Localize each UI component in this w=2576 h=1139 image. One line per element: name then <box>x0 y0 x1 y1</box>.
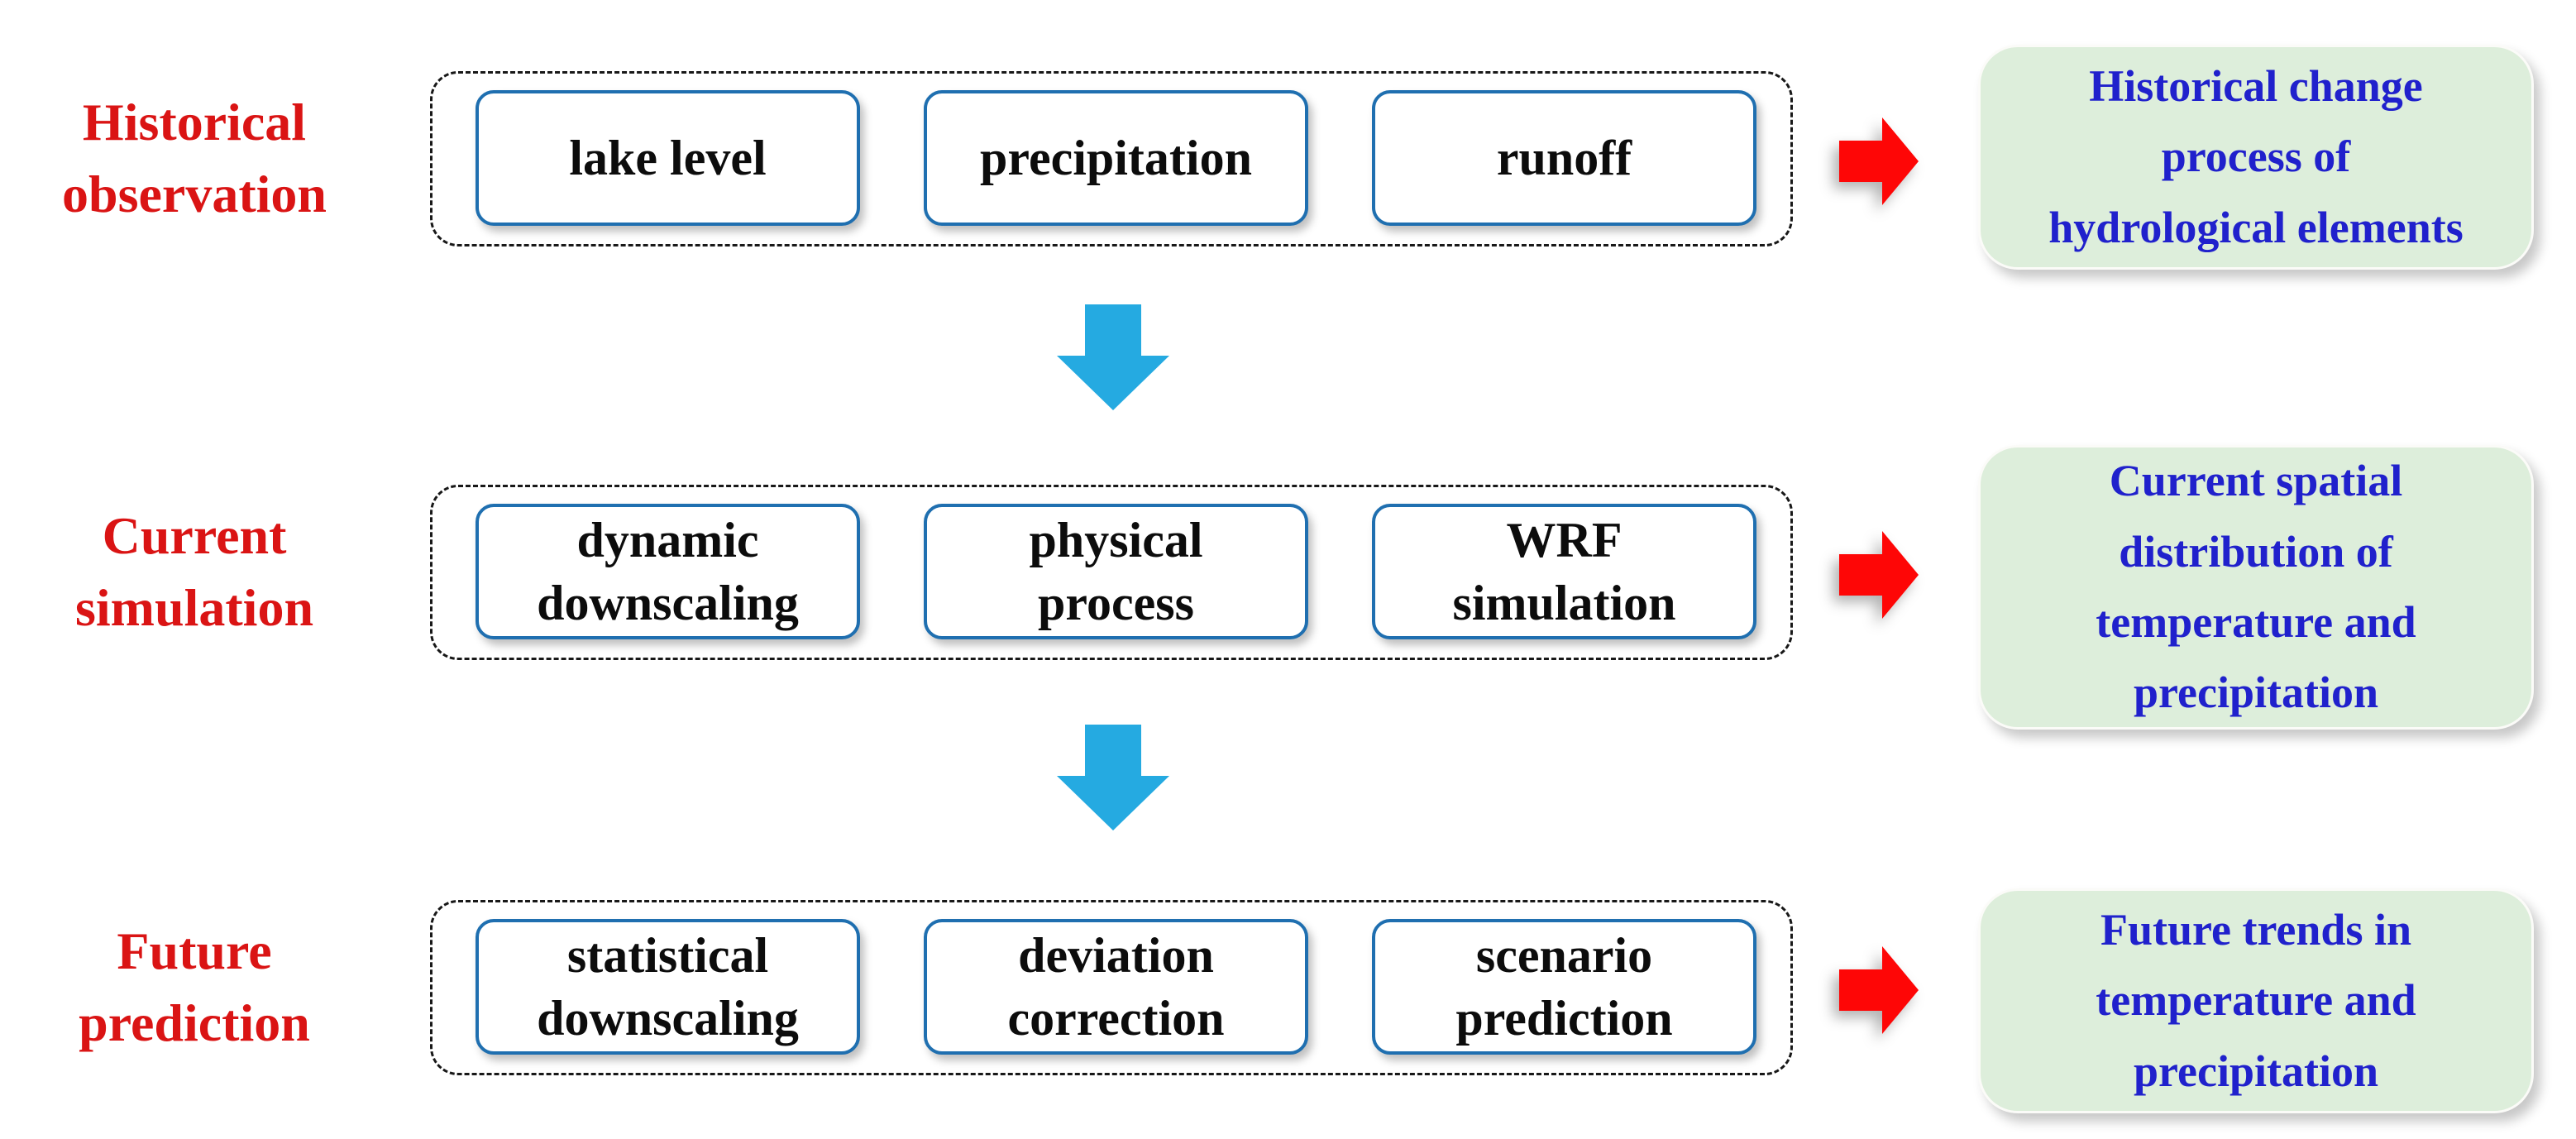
right-arrow-icon <box>1839 117 1919 205</box>
item-box-label: precipitation <box>980 130 1252 185</box>
stage-label-line: Future <box>117 921 272 980</box>
item-box-label: prediction <box>1455 991 1673 1046</box>
outcome-line: distribution of <box>2119 526 2393 577</box>
outcome-line: precipitation <box>2134 1046 2378 1096</box>
down-arrow-icon <box>1057 304 1169 410</box>
item-box-label: lake level <box>569 130 767 185</box>
stage-label-line: prediction <box>79 993 310 1053</box>
group-future-prediction: statistical downscaling deviation correc… <box>430 900 1793 1075</box>
outcome-line: temperature and <box>2096 975 2416 1026</box>
item-box-lake-level: lake level <box>476 90 860 226</box>
item-box-precipitation: precipitation <box>924 90 1308 226</box>
item-box-label: process <box>1038 576 1194 630</box>
group-historical-observation: lake level precipitation runoff <box>430 71 1793 246</box>
item-box-label: WRF <box>1506 512 1623 567</box>
item-box-wrf-simulation: WRF simulation <box>1372 504 1756 639</box>
stage-label-line: Historical <box>82 93 307 151</box>
item-box-label: correction <box>1007 991 1225 1046</box>
item-box-label: dynamic <box>576 512 759 567</box>
stage-label-current-simulation: Current simulation <box>12 500 376 644</box>
item-box-label: scenario <box>1475 927 1653 983</box>
outcome-line: precipitation <box>2134 668 2378 718</box>
item-box-label: simulation <box>1452 576 1676 630</box>
stage-label-line: Current <box>102 506 287 565</box>
item-box-label: runoff <box>1496 130 1632 185</box>
outcome-box-historical: Historical change process of hydrologica… <box>1978 45 2534 270</box>
item-box-scenario-prediction: scenario prediction <box>1372 919 1756 1055</box>
outcome-line: process of <box>2161 132 2351 182</box>
group-current-simulation: dynamic downscaling physical process WRF… <box>430 485 1793 660</box>
item-box-label: downscaling <box>537 991 799 1046</box>
stage-label-line: simulation <box>74 578 314 638</box>
item-box-physical-process: physical process <box>924 504 1308 639</box>
right-arrow-icon <box>1839 531 1919 619</box>
stage-label-line: observation <box>62 165 327 224</box>
item-box-deviation-correction: deviation correction <box>924 919 1308 1055</box>
outcome-box-future: Future trends in temperature and precipi… <box>1978 888 2534 1113</box>
right-arrow-icon <box>1839 946 1919 1034</box>
down-arrow-icon <box>1057 725 1169 830</box>
outcome-line: temperature and <box>2096 597 2416 647</box>
stage-label-historical-observation: Historical observation <box>12 86 376 230</box>
item-box-statistical-downscaling: statistical downscaling <box>476 919 860 1055</box>
item-box-label: physical <box>1029 512 1203 567</box>
outcome-line: hydrological elements <box>2048 202 2464 252</box>
outcome-line: Future trends in <box>2100 905 2412 955</box>
outcome-line: Historical change <box>2089 61 2423 112</box>
item-box-label: statistical <box>566 927 769 983</box>
outcome-box-current: Current spatial distribution of temperat… <box>1978 445 2534 730</box>
outcome-line: Current spatial <box>2109 456 2403 506</box>
item-box-label: deviation <box>1018 927 1214 983</box>
item-box-runoff: runoff <box>1372 90 1756 226</box>
stage-label-future-prediction: Future prediction <box>12 915 376 1059</box>
item-box-label: downscaling <box>537 576 799 630</box>
item-box-dynamic-downscaling: dynamic downscaling <box>476 504 860 639</box>
